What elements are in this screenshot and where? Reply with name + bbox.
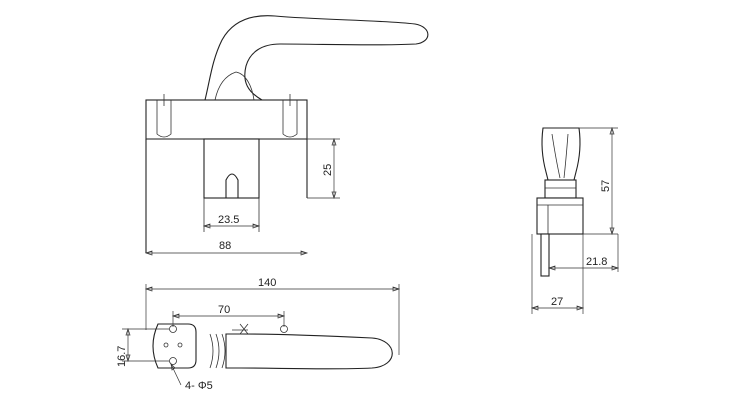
side-base <box>536 197 584 235</box>
front-view: 23.5 88 25 <box>144 15 429 256</box>
dim-total-length: 140 <box>258 277 276 289</box>
dim-side-offset: 21.8 <box>586 256 607 268</box>
bottom-lever <box>225 333 393 370</box>
front-left-boss <box>156 100 172 138</box>
side-neck <box>544 179 577 199</box>
dim-hole-offset: 16.7 <box>116 346 128 367</box>
dim-side-height: 57 <box>600 180 612 192</box>
bottom-hole-2 <box>169 357 177 365</box>
dim-side-width: 27 <box>551 296 563 308</box>
dim-hole-spacing: 70 <box>218 304 230 316</box>
dim-slot-depth: 25 <box>322 164 334 176</box>
dim-base-width: 88 <box>219 240 231 252</box>
front-right-boss <box>282 100 298 138</box>
front-slot-cut <box>225 173 239 198</box>
front-handle-neck <box>214 71 255 101</box>
bottom-view: 140 70 16.7 4- Φ5 <box>116 277 401 392</box>
side-view: 57 21.8 27 <box>530 126 620 314</box>
bottom-base-outline <box>152 323 197 369</box>
side-pin <box>540 233 550 277</box>
front-handle-lever <box>204 15 429 101</box>
dim-slot-width: 23.5 <box>218 214 239 226</box>
front-lower-housing <box>145 139 308 253</box>
hole-callout: 4- Φ5 <box>185 380 213 392</box>
front-slot-block <box>203 138 260 199</box>
side-handle-cap <box>541 127 581 181</box>
